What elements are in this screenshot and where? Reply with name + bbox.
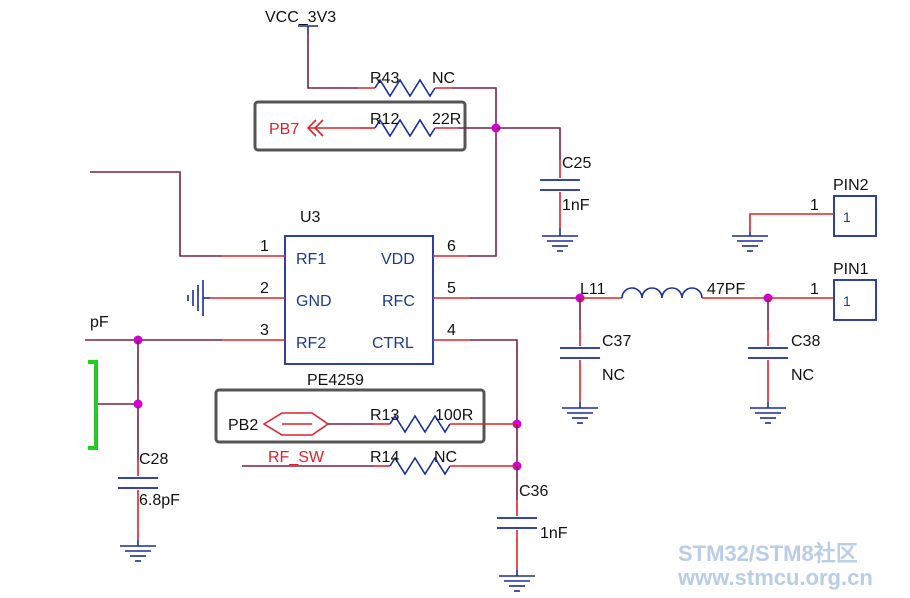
r14-ref: R14: [370, 449, 399, 466]
capacitor-c38: C38 NC: [748, 330, 820, 402]
resistor-r43: R43 NC: [358, 70, 455, 98]
r13-ref: R13: [370, 407, 399, 424]
connector-pin2: PIN2 1 1: [749, 177, 877, 237]
r43-ref: R43: [370, 70, 399, 87]
watermark-line1: STM32/STM8社区: [678, 541, 858, 566]
pin2-num: 1: [810, 197, 819, 214]
capacitor-c28: C28 6.8pF: [118, 451, 180, 540]
pin-name-gnd: GND: [296, 293, 332, 310]
capacitor-c25: C25 1nF: [540, 155, 591, 228]
ic-ref: U3: [300, 209, 321, 226]
capacitor-c37: C37 NC: [560, 330, 631, 402]
pin-num-3: 3: [260, 322, 269, 339]
c36-value: 1nF: [540, 525, 568, 542]
rf-sw-label: RF_SW: [268, 449, 325, 466]
pin-num-6: 6: [447, 238, 456, 255]
net-pb2: PB2: [228, 412, 374, 436]
highlight-box-pb7: [253, 100, 467, 152]
vcc-rail: VCC_3V3: [265, 9, 358, 89]
ground-c36: [499, 570, 535, 592]
pb7-label: PB7: [269, 121, 299, 138]
c37-ref: C37: [602, 333, 631, 350]
watermark-line2: www.stmcu.org.cn: [677, 565, 873, 590]
resistor-r14: R14 NC: [370, 449, 517, 476]
ground-pin2: [732, 232, 768, 252]
c25-ref: C25: [562, 155, 591, 172]
c38-value: NC: [791, 367, 814, 384]
c25-value: 1nF: [562, 197, 590, 214]
r12-value: 22R: [432, 111, 461, 128]
r13-value: 100R: [435, 407, 473, 424]
ground-c37: [562, 402, 598, 424]
capacitor-c36: C36 1nF: [497, 466, 568, 570]
l11-value: 47PF: [707, 281, 745, 298]
pin2-box-num: 1: [843, 209, 851, 225]
pb2-label: PB2: [228, 417, 258, 434]
pin-name-vdd: VDD: [381, 251, 415, 268]
ground-c25: [542, 228, 578, 252]
pin2-ref: PIN2: [833, 177, 869, 194]
pin-num-1: 1: [260, 238, 269, 255]
c36-ref: C36: [519, 483, 548, 500]
pin-num-2: 2: [260, 280, 269, 297]
net-rf-sw: RF_SW: [242, 449, 374, 467]
pin-name-rf2: RF2: [296, 335, 326, 352]
green-bracket: [88, 360, 98, 450]
vcc-label: VCC_3V3: [265, 9, 336, 26]
pin-name-rf1: RF1: [296, 251, 326, 268]
r14-value: NC: [434, 449, 457, 466]
junction-rf2-lower: [133, 399, 143, 409]
ic-u3: U3 PE4259 1 RF1 2 GND 3 RF2 6 VDD 5 RFC …: [210, 209, 470, 389]
pin-num-5: 5: [447, 280, 456, 297]
ic-part: PE4259: [307, 372, 364, 389]
ground-ic: [187, 280, 210, 316]
pin-name-ctrl: CTRL: [372, 335, 414, 352]
pin1-box-num: 1: [843, 293, 851, 309]
highlight-box-pb2: [214, 388, 486, 444]
pf-partial-label: pF: [90, 314, 109, 331]
pin-name-rfc: RFC: [382, 293, 415, 310]
c38-ref: C38: [791, 333, 820, 350]
pin1-num: 1: [810, 281, 819, 298]
pin-num-4: 4: [447, 322, 456, 339]
r12-ref: R12: [370, 111, 399, 128]
r43-value: NC: [432, 70, 455, 87]
inductor-l11: L11 47PF: [580, 281, 745, 299]
pin1-ref: PIN1: [833, 261, 869, 278]
ground-c38: [750, 402, 786, 424]
c28-value: 6.8pF: [139, 492, 180, 509]
ground-c28: [120, 540, 156, 562]
connector-pin1: PIN1 1 1: [810, 261, 877, 321]
net-pb7: PB7: [269, 119, 360, 138]
c37-value: NC: [602, 367, 625, 384]
l11-ref: L11: [580, 281, 606, 298]
resistor-r13: R13 100R: [370, 407, 517, 434]
c28-ref: C28: [139, 451, 168, 468]
resistor-r12: R12 22R: [360, 111, 461, 138]
